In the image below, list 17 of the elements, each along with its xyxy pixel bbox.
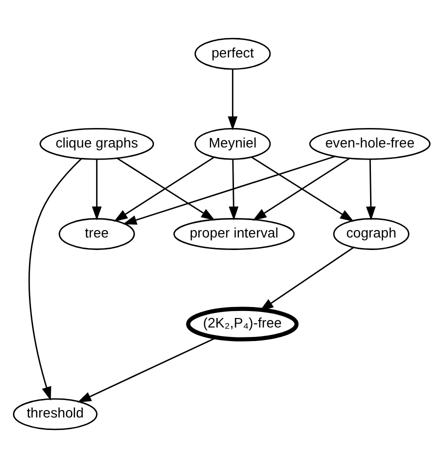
node-ellipse: clique graphs bbox=[40, 128, 154, 160]
node-ellipse: cograph bbox=[333, 218, 410, 250]
node-ellipse: perfect bbox=[194, 38, 271, 70]
node-ellipse: proper interval bbox=[173, 218, 295, 250]
arrow bbox=[92, 159, 102, 220]
node-ellipse: (2K₂,P₄)-free bbox=[186, 306, 299, 342]
arrow bbox=[260, 246, 354, 311]
node-ellipse: even-hole-free bbox=[309, 128, 431, 160]
node-ellipse: threshold bbox=[12, 398, 98, 430]
arrow bbox=[77, 337, 217, 402]
arrow bbox=[28, 158, 82, 401]
node-ellipse: tree bbox=[58, 218, 135, 250]
node-ellipse: Meyniel bbox=[194, 128, 271, 160]
arrow bbox=[366, 159, 376, 220]
arrow bbox=[228, 159, 238, 220]
arrow bbox=[122, 156, 335, 225]
arrow bbox=[228, 69, 238, 130]
